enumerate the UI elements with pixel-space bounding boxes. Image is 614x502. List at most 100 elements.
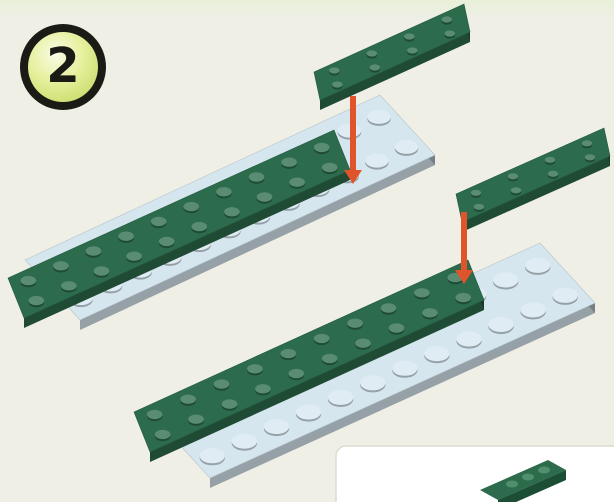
arrow-head bbox=[344, 170, 362, 184]
stud bbox=[231, 433, 258, 449]
stud bbox=[392, 360, 418, 376]
stud bbox=[289, 177, 305, 187]
stud bbox=[360, 375, 386, 391]
stud bbox=[183, 201, 200, 212]
stud bbox=[424, 346, 450, 362]
stud bbox=[544, 156, 556, 163]
stud bbox=[444, 30, 455, 37]
stud bbox=[492, 272, 519, 288]
stud bbox=[224, 207, 240, 217]
plate-front-face bbox=[24, 170, 350, 328]
stud bbox=[470, 189, 482, 196]
stud bbox=[329, 67, 340, 74]
stud bbox=[366, 50, 377, 57]
stud bbox=[552, 287, 578, 303]
stud bbox=[28, 295, 45, 306]
stud bbox=[263, 418, 290, 435]
dark-green-plate-bottom-small bbox=[455, 127, 611, 232]
callout-part-preview bbox=[480, 460, 566, 502]
stud bbox=[327, 389, 354, 405]
arrow-top-placement bbox=[344, 96, 362, 184]
arrows-layer bbox=[344, 96, 473, 284]
plate-top-face bbox=[7, 129, 351, 319]
stud bbox=[321, 162, 338, 173]
stud bbox=[313, 142, 330, 153]
stud bbox=[126, 251, 142, 261]
stud bbox=[507, 173, 519, 180]
stud bbox=[93, 266, 110, 276]
stud bbox=[255, 384, 271, 394]
plate-top-face bbox=[154, 242, 596, 479]
stud bbox=[510, 187, 522, 194]
stud bbox=[158, 236, 175, 247]
stud bbox=[288, 368, 305, 379]
step-number: 2 bbox=[46, 38, 80, 94]
stud bbox=[85, 246, 102, 256]
step-badge-face: 2 bbox=[28, 32, 98, 102]
stud bbox=[53, 261, 69, 271]
stud bbox=[199, 448, 225, 464]
plate-front-face bbox=[320, 32, 470, 110]
stud bbox=[281, 157, 297, 167]
callout-panel bbox=[335, 445, 614, 502]
stud bbox=[380, 303, 397, 313]
plate-front-face bbox=[150, 300, 484, 462]
dark-green-plate-top-small bbox=[313, 3, 471, 110]
stud bbox=[247, 364, 263, 374]
dark-green-plate-top-long bbox=[7, 129, 351, 328]
stud bbox=[20, 275, 37, 286]
plate-top-face bbox=[455, 127, 611, 223]
stud bbox=[295, 404, 322, 420]
stud bbox=[581, 140, 593, 147]
stud bbox=[414, 288, 430, 298]
plate-front-face bbox=[210, 303, 595, 488]
stud bbox=[347, 318, 363, 328]
stud bbox=[473, 203, 485, 210]
stud bbox=[313, 333, 330, 344]
stud bbox=[422, 308, 438, 318]
stud bbox=[213, 379, 230, 389]
plate-top-face bbox=[313, 3, 471, 101]
stud bbox=[321, 353, 338, 364]
stud bbox=[256, 192, 273, 202]
dark-green-plate-bottom-long bbox=[133, 259, 485, 462]
top-band bbox=[0, 0, 614, 20]
step-badge: 2 bbox=[20, 24, 106, 110]
stud bbox=[248, 172, 265, 182]
stud bbox=[221, 399, 238, 409]
plate-front-face bbox=[462, 156, 610, 232]
stud bbox=[441, 16, 452, 23]
stud bbox=[61, 281, 77, 291]
stud bbox=[332, 81, 343, 88]
stud bbox=[488, 316, 514, 333]
stud bbox=[369, 64, 380, 71]
stud bbox=[337, 123, 362, 138]
plate-front-face bbox=[80, 155, 435, 330]
stud bbox=[216, 187, 232, 197]
stud bbox=[404, 33, 415, 40]
stud bbox=[154, 429, 171, 440]
stud bbox=[146, 409, 163, 420]
stud bbox=[407, 47, 418, 54]
plate-top-face bbox=[133, 259, 485, 453]
stud bbox=[280, 348, 297, 359]
plates-layer bbox=[7, 3, 611, 488]
stud bbox=[367, 109, 391, 124]
stud bbox=[180, 394, 196, 404]
arrow-head bbox=[455, 270, 473, 284]
stud bbox=[355, 338, 371, 348]
stud bbox=[455, 292, 472, 303]
stud bbox=[547, 170, 559, 177]
stud bbox=[456, 331, 482, 347]
arrow-bottom-placement bbox=[455, 212, 473, 284]
stud bbox=[150, 216, 167, 227]
stud bbox=[584, 154, 596, 161]
stud bbox=[191, 221, 208, 232]
stud bbox=[520, 302, 546, 318]
stud bbox=[388, 323, 405, 333]
stud bbox=[525, 257, 551, 273]
stud bbox=[188, 414, 204, 424]
stud bbox=[118, 231, 134, 241]
stud bbox=[394, 139, 419, 154]
